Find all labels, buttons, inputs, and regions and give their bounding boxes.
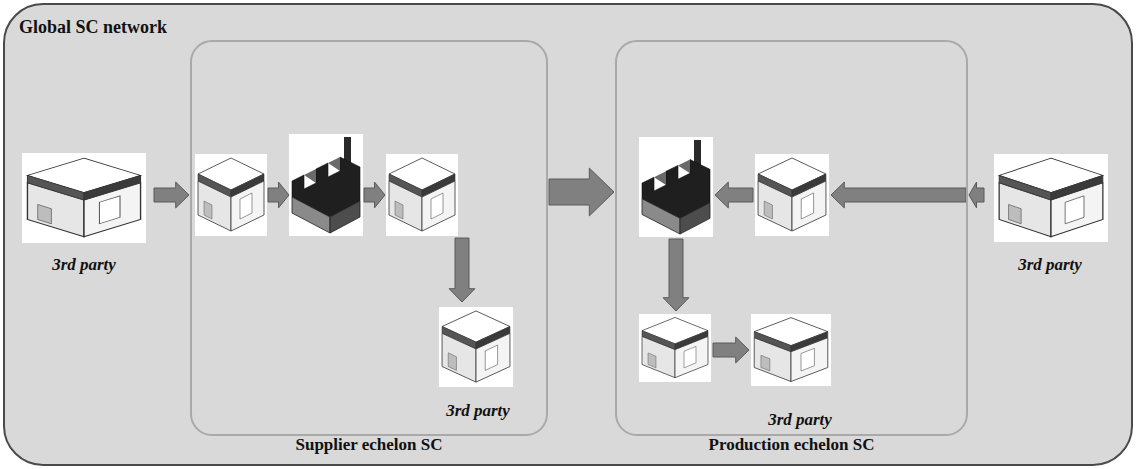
factory-icon xyxy=(642,140,710,234)
warehouse-icon xyxy=(999,158,1103,236)
warehouse-icon xyxy=(198,158,264,231)
region-title: Global SC network xyxy=(19,17,167,38)
flow-connector xyxy=(154,182,189,208)
warehouse-icon xyxy=(442,311,510,382)
echelon-region: Supplier echelon SC3rd party xyxy=(190,40,548,436)
third-party-node: 3rd party xyxy=(429,303,527,421)
warehouse-icon xyxy=(758,158,826,231)
flow-connector xyxy=(549,168,614,216)
flow-arrows xyxy=(268,182,966,363)
icon-backgrounds xyxy=(22,134,1108,387)
flow-arrow xyxy=(713,337,749,363)
node-label: 3rd party xyxy=(985,255,1115,275)
third-party-node: 3rd party xyxy=(742,310,858,430)
flow-arrow xyxy=(831,182,966,208)
node-label: 3rd party xyxy=(15,255,153,275)
flow-connector xyxy=(969,182,984,208)
third-party-node: 3rd party xyxy=(985,150,1115,275)
flow-arrow xyxy=(449,238,475,302)
flow-arrow xyxy=(663,239,689,311)
flow-arrow xyxy=(364,182,385,208)
flow-arrow xyxy=(268,182,289,208)
region-label: Production echelon SC xyxy=(617,435,966,455)
node-label: 3rd party xyxy=(429,401,527,421)
warehouse-icon xyxy=(642,317,708,377)
warehouse-icon xyxy=(27,158,140,236)
warehouse-icon xyxy=(389,158,455,231)
node-label: 3rd party xyxy=(742,410,858,430)
region-label: Supplier echelon SC xyxy=(192,435,546,455)
factory-icon xyxy=(292,137,360,233)
network-region: Global SC networkSupplier echelon SC3rd … xyxy=(3,3,1133,466)
echelon-region: Production echelon SC3rd party xyxy=(615,40,968,436)
flow-arrow xyxy=(715,182,753,208)
warehouse-icon xyxy=(754,318,828,382)
third-party-node: 3rd party xyxy=(15,150,153,275)
